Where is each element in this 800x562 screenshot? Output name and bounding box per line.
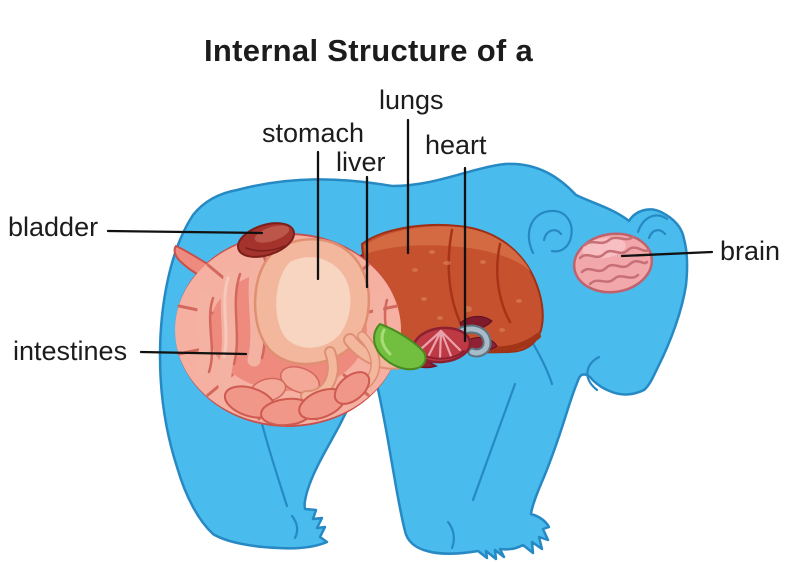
near-ear-line <box>636 214 669 234</box>
gallbladder-body <box>373 323 427 371</box>
leader-line-brain <box>620 250 714 258</box>
bladder-highlight <box>254 225 290 243</box>
organ-bladder <box>237 222 295 258</box>
page-title: Internal Structure of a <box>204 33 534 68</box>
far-ear-curl-line <box>542 229 563 242</box>
bladder-crease <box>245 245 285 252</box>
hind-toe-line <box>290 514 299 540</box>
leader-lines <box>106 118 714 356</box>
intestines-front-coils <box>223 371 371 427</box>
brain-fold-lines <box>578 235 650 286</box>
organ-gallbladder <box>373 323 427 371</box>
far-ear-line <box>527 209 573 255</box>
heart-streak-lines <box>419 329 462 360</box>
stomach-highlight <box>276 257 351 348</box>
organ-heart <box>412 315 498 364</box>
label-lungs: lungs <box>379 85 444 115</box>
label-heart: heart <box>425 130 487 160</box>
vena-cava-tube-inner <box>453 326 490 356</box>
bear-detail-lines <box>258 209 669 550</box>
gallbladder-highlight <box>380 328 392 356</box>
lungs-top-highlight <box>364 226 531 272</box>
front-toe-line <box>446 520 455 550</box>
leader-line-intestines <box>139 350 248 356</box>
label-brain: brain <box>720 236 781 266</box>
lungs-speckles <box>412 250 522 337</box>
hind-leg-line <box>258 414 289 508</box>
label-bladder: bladder <box>8 212 99 242</box>
front-leg-line <box>471 382 517 502</box>
near-ear-curl-line <box>647 229 667 240</box>
lungs-seam-lines <box>447 228 512 324</box>
leader-line-bladder <box>106 229 264 235</box>
lung-seam-line <box>495 242 512 324</box>
label-liver: liver <box>336 147 386 177</box>
cheek-line <box>586 355 601 392</box>
label-intestines: intestines <box>13 336 128 366</box>
organ-brain <box>572 232 654 294</box>
lung-seam-line <box>447 228 462 324</box>
label-stomach: stomach <box>262 118 365 148</box>
